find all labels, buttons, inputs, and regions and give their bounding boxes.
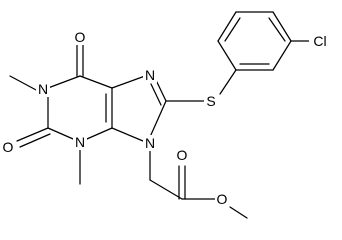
atom-n1-methyl-label: N (38, 81, 48, 97)
bond-s-aryl (219, 69, 237, 95)
bond-c8-n9 (149, 100, 167, 138)
bond-ar-c6-c1 (217, 40, 237, 71)
bond-skeleton (9, 11, 311, 219)
bond-o-methyl (229, 206, 248, 219)
atom-o-carbonyl-left-label: O (3, 139, 14, 155)
bond-ar-double-2 (268, 17, 286, 42)
bond-ch2-carbonyl (149, 179, 183, 200)
bond-ar-c3-c4 (272, 11, 292, 42)
bond-c5-c6 (79, 75, 113, 89)
atom-n1-methyl: N (36, 81, 50, 97)
atom-o-carbonyl-top-label: O (75, 29, 86, 45)
bond-c5-n7 (111, 75, 146, 89)
atom-n3-methyl-label: N (75, 134, 85, 150)
atom-s-thioether-label: S (206, 93, 215, 109)
atom-n7: N (143, 67, 157, 83)
bond-c6-n1 (47, 75, 81, 89)
bond-ar-c2-c3 (272, 40, 292, 71)
atom-cl-label: Cl (313, 33, 326, 49)
atom-o-ester-carbonyl: O (175, 147, 189, 163)
atom-n9-label: N (145, 135, 155, 151)
atom-o-ester-carbonyl-label: O (177, 147, 188, 163)
atom-n9: N (143, 135, 157, 151)
atom-o-carbonyl-left: O (1, 139, 15, 155)
bond-n7-c8-b (150, 83, 162, 106)
atom-o-ester-methoxy-label: O (217, 191, 228, 207)
bond-ar-double-3 (224, 17, 241, 42)
bond-c2-o-left-b (19, 133, 51, 148)
atom-n3-methyl: N (73, 134, 87, 150)
atom-o-ester-methoxy: O (215, 191, 229, 207)
atom-cl: Cl (309, 33, 331, 49)
bond-n9-c4 (111, 127, 144, 142)
atom-n7-label: N (145, 67, 155, 83)
bond-n1-methyl (9, 75, 39, 92)
chemical-structure-diagram: O N O N N N S Cl (1, 11, 331, 219)
atom-s-thioether: S (204, 93, 218, 109)
atom-labels: O N O N N N S Cl (1, 29, 331, 207)
bond-ar-c5-c6 (217, 11, 237, 42)
atom-o-carbonyl-top: O (73, 29, 87, 45)
bond-c2-o-left-a (16, 127, 49, 142)
